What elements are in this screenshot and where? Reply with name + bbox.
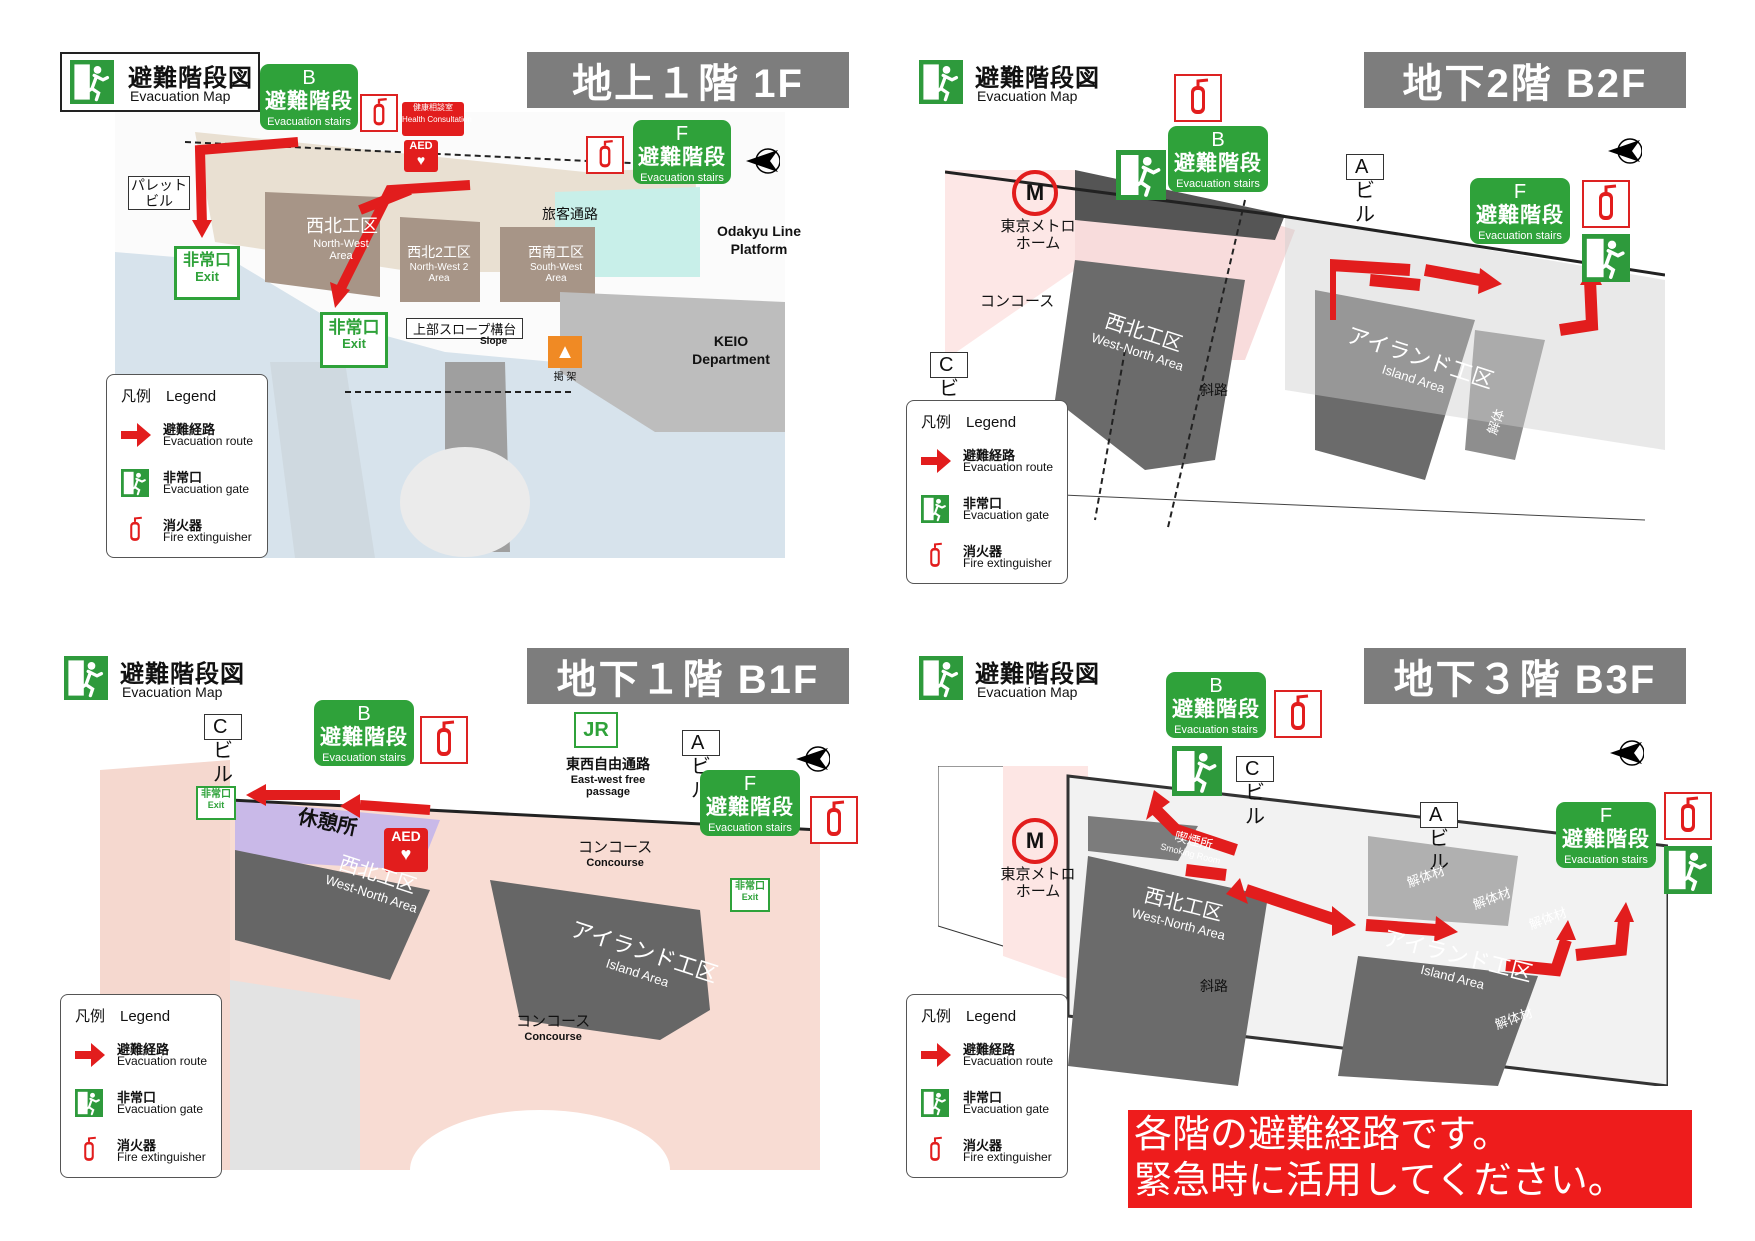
floor-banner-b1f: 地下１階 B1F [527, 648, 849, 704]
evacuation-map-title-b2f: 避難階段図 Evacuation Map [915, 52, 1115, 112]
title-en: Evacuation Map [130, 88, 231, 104]
north-compass-icon [740, 146, 780, 176]
evacuation-runner-icon [70, 60, 114, 104]
emergency-exit-icon [1664, 846, 1712, 894]
tokyo-metro-platform-label: 東京メトロ ホーム [1000, 218, 1076, 252]
evacuation-map-title-1f: 避難階段図 Evacuation Map [60, 52, 260, 112]
evacuation-runner-icon [919, 656, 963, 700]
evacuation-map-title-b3f: 避難階段図 Evacuation Map [915, 648, 1115, 708]
metro-logo-icon: M [1012, 818, 1058, 864]
c-building-label: Cビル [204, 714, 242, 786]
floor-banner-1f: 地上１階 1F [527, 52, 849, 108]
emergency-exit-icon [1116, 150, 1166, 200]
jr-logo: JR [574, 712, 618, 748]
floor-b1f-map [100, 740, 820, 1170]
fire-extinguisher-icon [810, 796, 858, 844]
odakyu-platform-label: Odakyu Line Platform [716, 223, 802, 257]
emergency-exit-icon [1172, 746, 1222, 796]
north-compass-icon [1604, 738, 1644, 768]
north-compass-icon [790, 744, 830, 774]
concourse-label: コンコース [980, 293, 1055, 310]
evacuation-route-b1f [246, 784, 431, 818]
metro-logo-icon: M [1012, 170, 1058, 216]
title-jp: 避難階段図 [128, 65, 253, 92]
evacuation-route-b3f [1146, 790, 1634, 977]
aed-badge-b1f: AED♥ [384, 828, 428, 872]
evacuation-runner-icon [64, 656, 108, 700]
pallet-building-label: パレット ビル [128, 176, 190, 210]
fire-extinguisher-icon [1274, 690, 1322, 738]
north-compass-icon [1602, 136, 1642, 166]
tokyo-metro-platform-label: 東京メトロ ホーム [1000, 866, 1076, 900]
fire-extinguisher-icon [1582, 180, 1630, 228]
slope-en-label: Slope [480, 336, 508, 347]
emergency-notice-banner: 各階の避難経路です。 緊急時に活用してください。 [1128, 1110, 1692, 1208]
c-building-label: Cビル [930, 352, 968, 424]
keio-department-label: KEIO Department [692, 333, 770, 367]
evacuation-runner-icon [919, 60, 963, 104]
notice-line-2: 緊急時に活用してください。 [1134, 1160, 1626, 1202]
evacuation-map-title-b1f: 避難階段図 Evacuation Map [60, 648, 260, 708]
evacuation-route-1f [192, 137, 471, 308]
a-building-label: Aビル [1420, 802, 1458, 874]
notice-line-1: 各階の避難経路です。 [1134, 1114, 1511, 1156]
c-building-label: Cビル [1236, 756, 1274, 828]
slope-label: 斜路 [1200, 382, 1228, 398]
fire-extinguisher-icon [1174, 74, 1222, 122]
a-building-label: Aビル [1346, 154, 1384, 226]
east-west-passage-label: 東西自由通路 East-west free passage [566, 756, 650, 798]
floor-banner-b2f: 地下2階 B2F [1364, 52, 1686, 108]
fire-extinguisher-icon [1664, 792, 1712, 840]
floor-banner-b3f: 地下３階 B3F [1364, 648, 1686, 704]
a-building-label: Aビル [682, 730, 720, 802]
upper-slope-label: 上部スロープ構台 [406, 318, 524, 339]
traveler-passage-label: 旅客通路 [542, 206, 598, 222]
fire-extinguisher-icon [420, 716, 468, 764]
slope-label: 斜路 [1200, 978, 1228, 994]
fire-extinguisher-icon [360, 94, 398, 132]
aed-badge-1f: AED♥ [404, 140, 438, 172]
fire-extinguisher-icon [586, 136, 624, 174]
emergency-exit-icon [1582, 234, 1630, 282]
scaffold-marker: ▲ 掲 架 [548, 336, 582, 383]
